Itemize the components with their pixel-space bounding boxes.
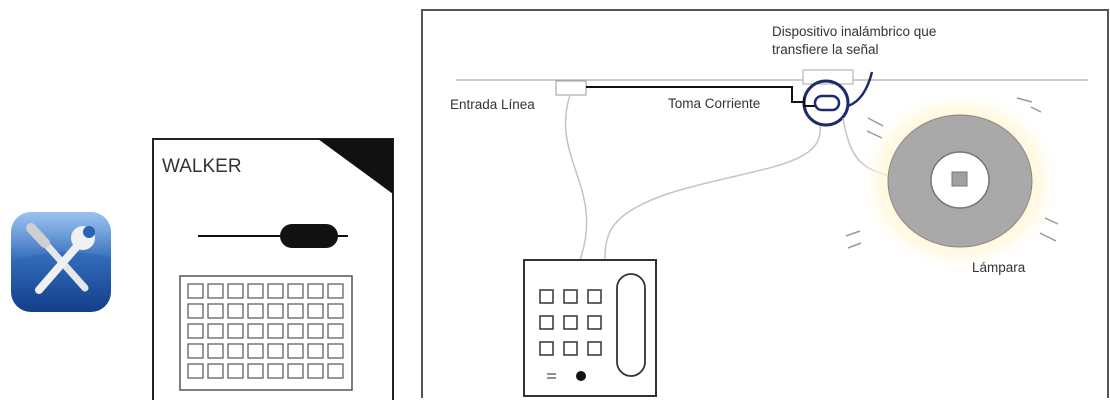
panel-key[interactable]: [563, 341, 578, 356]
keypad-key[interactable]: [307, 303, 324, 319]
keypad-key[interactable]: [287, 323, 304, 339]
keypad-frame: [179, 275, 353, 391]
keypad-key[interactable]: [267, 283, 284, 299]
line-input-label: Entrada Línea: [450, 97, 535, 112]
keypad-key[interactable]: [287, 283, 304, 299]
keypad-key[interactable]: [267, 323, 284, 339]
panel-key[interactable]: [587, 341, 602, 356]
keypad-key[interactable]: [227, 303, 244, 319]
installation-diagram: Dispositivo inalámbrico que transfiere l…: [421, 9, 1109, 398]
cable-outlet-panel: [604, 125, 821, 261]
keypad-key[interactable]: [227, 323, 244, 339]
wireless-device-label-line1: Dispositivo inalámbrico que: [772, 24, 936, 39]
cable-input-panel: [564, 94, 588, 261]
keypad-key[interactable]: [187, 283, 204, 299]
corner-fold: [318, 139, 393, 194]
lamp-bulb: [951, 171, 968, 187]
keypad-key[interactable]: [307, 323, 324, 339]
panel-key[interactable]: [539, 289, 554, 304]
line-input-box: [555, 80, 587, 96]
keypad-key[interactable]: [247, 283, 264, 299]
panel-key[interactable]: [539, 315, 554, 330]
panel-slot: [616, 273, 646, 377]
keypad-key[interactable]: [207, 283, 224, 299]
keypad-key[interactable]: [287, 303, 304, 319]
panel-led: [576, 371, 586, 381]
wireless-device-label-line2: transfiere la señal: [772, 42, 879, 57]
keypad-key[interactable]: [327, 363, 344, 379]
outlet-box: [802, 69, 854, 85]
keypad-key[interactable]: [207, 303, 224, 319]
keypad-key[interactable]: [267, 343, 284, 359]
keypad-key[interactable]: [267, 363, 284, 379]
walker-card: WALKER: [152, 138, 394, 400]
keypad-key[interactable]: [287, 343, 304, 359]
panel-key[interactable]: [563, 315, 578, 330]
keypad-key[interactable]: [247, 363, 264, 379]
light-rays: [845, 97, 1059, 249]
keypad-key[interactable]: [187, 343, 204, 359]
keypad-key[interactable]: [187, 363, 204, 379]
panel-keypad: [539, 289, 602, 356]
keypad-key[interactable]: [327, 343, 344, 359]
keypad-key[interactable]: [227, 363, 244, 379]
keypad-key[interactable]: [267, 303, 284, 319]
keypad-key[interactable]: [207, 363, 224, 379]
outlet-label: Toma Corriente: [668, 96, 760, 111]
keypad-key[interactable]: [247, 303, 264, 319]
keypad-key[interactable]: [187, 303, 204, 319]
keypad-key[interactable]: [327, 283, 344, 299]
keypad-key[interactable]: [247, 343, 264, 359]
panel-key[interactable]: [587, 315, 602, 330]
keypad-key[interactable]: [207, 323, 224, 339]
diagram-frame: [421, 9, 1109, 398]
panel-key[interactable]: [563, 289, 578, 304]
panel-key[interactable]: [539, 341, 554, 356]
keypad-key[interactable]: [307, 343, 324, 359]
keypad-grid: [187, 283, 344, 379]
keypad-key[interactable]: [287, 363, 304, 379]
keypad-key[interactable]: [247, 323, 264, 339]
power-wire: [586, 86, 804, 103]
keypad-key[interactable]: [227, 343, 244, 359]
keypad-key[interactable]: [227, 283, 244, 299]
tools-icon[interactable]: [9, 210, 113, 314]
keypad-key[interactable]: [327, 303, 344, 319]
lamp-label: Lámpara: [972, 260, 1026, 275]
panel-key[interactable]: [587, 289, 602, 304]
walker-title: WALKER: [162, 156, 242, 177]
keypad-key[interactable]: [327, 323, 344, 339]
antenna-wire: [847, 71, 874, 108]
keypad-key[interactable]: [207, 343, 224, 359]
keypad-key[interactable]: [307, 363, 324, 379]
keypad-key[interactable]: [187, 323, 204, 339]
keypad-key[interactable]: [307, 283, 324, 299]
control-panel: [523, 259, 657, 397]
lamp[interactable]: [858, 89, 1062, 273]
wireless-device[interactable]: [813, 94, 841, 112]
wrench-glyph: [35, 226, 95, 294]
walker-slider[interactable]: [198, 224, 348, 248]
slider-thumb[interactable]: [280, 224, 338, 248]
